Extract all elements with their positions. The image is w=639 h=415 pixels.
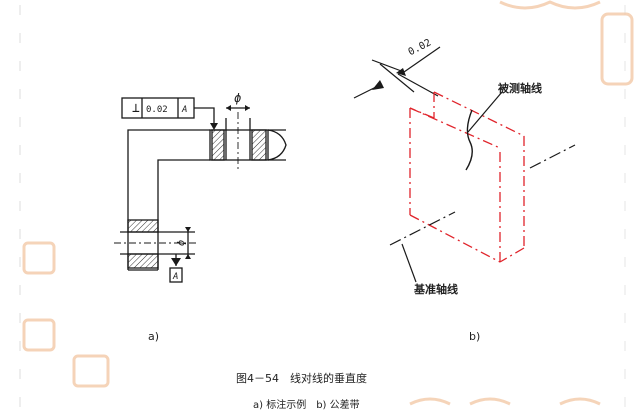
datum-axis-line bbox=[389, 211, 456, 246]
watermark-stamp bbox=[499, 0, 601, 10]
datum-axis-line bbox=[529, 144, 576, 169]
watermark-stamp bbox=[600, 12, 634, 86]
watermark-stamp bbox=[409, 397, 601, 406]
dim-arrowhead bbox=[226, 105, 231, 111]
perpendicularity-symbol: ⊥ bbox=[132, 101, 140, 116]
zone-plane-edge bbox=[409, 107, 501, 149]
datum-label: A bbox=[172, 272, 178, 282]
extension-line bbox=[379, 63, 415, 93]
tolerance-zone bbox=[409, 91, 525, 263]
top-flange bbox=[209, 129, 269, 161]
figure-b bbox=[353, 46, 576, 283]
panel-label-a: a) bbox=[148, 330, 160, 343]
zone-plane-edge bbox=[409, 107, 435, 119]
width-label-leader bbox=[403, 46, 441, 73]
datum-reference: A bbox=[181, 105, 187, 115]
fcf-arrowhead bbox=[210, 123, 218, 130]
watermark-stamp bbox=[22, 318, 56, 352]
part-inner-edge bbox=[157, 159, 210, 270]
zone-plane-edge bbox=[433, 91, 525, 137]
tolerance-value: 0.02 bbox=[146, 105, 168, 115]
dim-arrowhead bbox=[245, 105, 250, 111]
width-dimension-line bbox=[371, 59, 405, 73]
measured-axis-leader bbox=[467, 91, 503, 133]
watermark-stamp bbox=[72, 354, 110, 388]
hatch-section bbox=[211, 129, 225, 161]
figure-caption-subtitle: a) 标注示例 b) 公差带 bbox=[253, 400, 360, 411]
extension-line bbox=[397, 73, 439, 97]
hatch-section bbox=[127, 219, 159, 233]
hatch-section bbox=[251, 129, 267, 161]
datum-triangle bbox=[171, 258, 181, 266]
watermark-stamps bbox=[22, 0, 634, 406]
datum-box bbox=[169, 267, 183, 283]
part-outer-edge bbox=[127, 129, 210, 270]
figure-caption-title: 图4－54 线对线的垂直度 bbox=[236, 372, 367, 385]
zone-plane-edge bbox=[499, 247, 525, 263]
diameter-symbol: ϕ bbox=[234, 91, 241, 105]
measured-axis-curve bbox=[465, 109, 473, 171]
diameter-symbol-rotated: ϕ bbox=[176, 240, 187, 246]
watermark-stamp bbox=[22, 241, 56, 275]
datum-axis-label: 基准轴线 bbox=[414, 283, 458, 296]
flange-break-line bbox=[267, 129, 287, 161]
panel-label-b: b) bbox=[469, 330, 481, 343]
datum-axis-leader bbox=[401, 243, 417, 283]
dim-arrowhead bbox=[185, 227, 191, 232]
fcf-leader bbox=[194, 107, 215, 125]
dim-arrowhead bbox=[396, 68, 406, 76]
dim-arrowhead bbox=[372, 80, 384, 90]
zone-plane-edge bbox=[409, 214, 501, 263]
measured-axis-label: 被测轴线 bbox=[498, 82, 542, 95]
dim-arrowhead bbox=[185, 254, 191, 259]
figure-a bbox=[114, 97, 287, 283]
hatch-section bbox=[127, 253, 159, 269]
